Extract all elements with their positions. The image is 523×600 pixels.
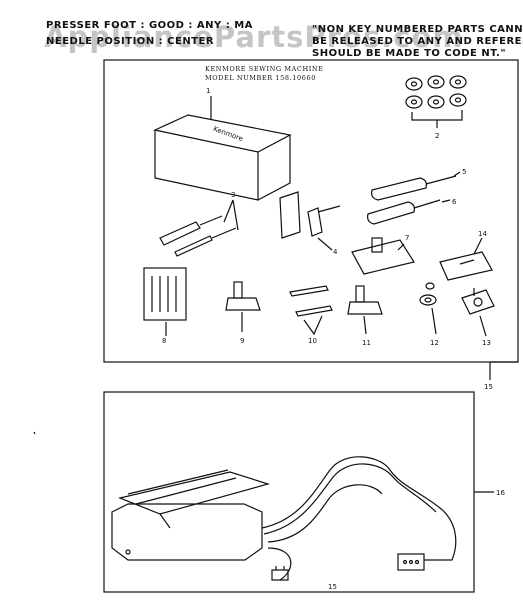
callout-15-bottom: 15 <box>328 583 337 591</box>
box-brand-label: Kenmore <box>212 125 244 143</box>
throat-plate <box>439 251 493 281</box>
callout-6: 6 <box>452 198 457 206</box>
callout-15: 15 <box>484 383 493 391</box>
callout-16: 16 <box>496 489 505 497</box>
leader-4 <box>317 237 333 251</box>
callout-3: 3 <box>231 191 235 199</box>
spool-pins <box>289 285 333 317</box>
callout-1: 1 <box>206 87 210 95</box>
callout-2: 2 <box>435 132 439 140</box>
callout-12: 12 <box>430 339 439 347</box>
bobbin-case <box>461 288 495 315</box>
leader-13 <box>479 315 487 337</box>
panel-title-line-2: MODEL NUMBER 158.10660 <box>205 74 316 82</box>
top-panel-frame <box>103 59 519 363</box>
cord-connector <box>397 553 425 571</box>
callout-5: 5 <box>462 168 466 176</box>
power-cord <box>261 456 457 581</box>
leader-2 <box>411 110 463 128</box>
header-right-line-2: BE RELEASED TO ANY AND REFERENCE <box>312 36 523 47</box>
callout-7: 7 <box>405 234 409 242</box>
presser-foot-9 <box>225 281 261 311</box>
leader-5 <box>453 171 461 177</box>
buttonhole-foot <box>351 237 415 275</box>
screwdriver-large <box>371 175 457 201</box>
header-right-line-1: "NON KEY NUMBERED PARTS CANNOT <box>312 24 523 35</box>
seam-ripper-and-brush <box>159 215 237 257</box>
header-left-line-1: PRESSER FOOT : GOOD : ANY : MA <box>46 20 253 31</box>
callout-4: 4 <box>333 248 338 256</box>
bobbins <box>405 75 467 109</box>
leader-7 <box>397 243 405 251</box>
leader-11 <box>363 315 367 335</box>
panel-title-line-1: KENMORE SEWING MACHINE <box>205 65 324 73</box>
header-right-line-3: SHOULD BE MADE TO CODE NT." <box>312 48 507 59</box>
washer <box>419 282 437 306</box>
accessory-box: Kenmore <box>153 114 292 201</box>
screwdriver-small <box>367 199 441 225</box>
leader-14 <box>473 237 483 255</box>
leader-10 <box>303 315 323 336</box>
leader-3 <box>223 199 239 231</box>
cord-plug <box>271 566 289 581</box>
callout-10: 10 <box>308 337 317 345</box>
presser-foot-11 <box>347 285 383 315</box>
watermark: AppliancePartsPros.com <box>44 20 464 54</box>
leader-12 <box>431 307 437 335</box>
header-left-line-2: NEEDLE POSITION : CENTER <box>46 36 215 47</box>
callout-14: 14 <box>478 230 487 238</box>
callout-9: 9 <box>240 337 244 345</box>
callout-8: 8 <box>162 337 166 345</box>
callout-11: 11 <box>362 339 371 347</box>
zipper-foot <box>279 191 341 239</box>
foot-control-pedal <box>111 469 271 561</box>
needle-pack <box>143 267 187 321</box>
margin-mark <box>33 431 36 435</box>
callout-13: 13 <box>482 339 491 347</box>
leader-6 <box>441 199 451 203</box>
